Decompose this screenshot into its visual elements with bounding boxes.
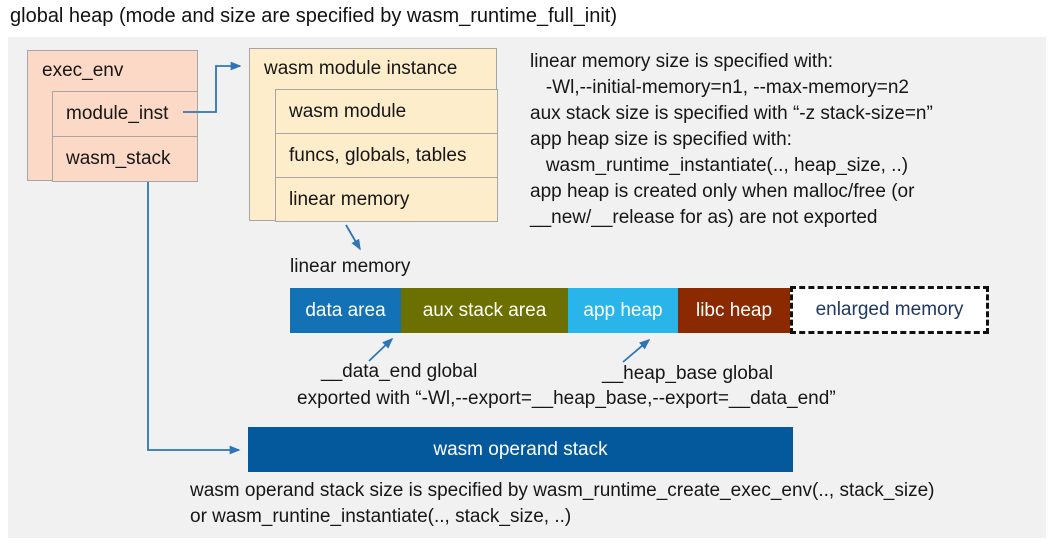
exec-env-box: exec_env module_inst wasm_stack — [27, 50, 198, 182]
linker-notes: linear memory size is specified with: -W… — [530, 49, 933, 231]
note-line: linear memory size is specified with: — [530, 51, 834, 72]
operand-stack-bar: wasm operand stack — [248, 427, 793, 472]
module-instance-row-linear-memory: linear memory — [275, 177, 498, 222]
note-line: -Wl,--initial-memory=n1, --max-memory=n2 — [530, 77, 909, 98]
segment-enlarged-memory: enlarged memory — [790, 286, 989, 334]
linear-memory-bar: data area aux stack area app heap libc h… — [290, 288, 790, 333]
note-line: app heap is created only when malloc/fre… — [530, 181, 915, 202]
module-instance-row-wasm-module: wasm module — [275, 89, 498, 134]
segment-app-heap: app heap — [568, 288, 678, 333]
module-instance-box: wasm module instance wasm module funcs, … — [249, 48, 498, 222]
segment-data-area: data area — [290, 288, 401, 333]
note-line: app heap size is specified with: — [530, 129, 792, 150]
operand-stack-note-1: wasm operand stack size is specified by … — [190, 480, 935, 501]
segment-aux-stack-area: aux stack area — [401, 288, 568, 333]
note-line: wasm_runtime_instantiate(.., heap_size, … — [530, 155, 909, 176]
annotation-heap-base: __heap_base global — [602, 363, 774, 384]
segment-libc-heap: libc heap — [678, 288, 790, 333]
annotation-exported-flags: exported with “-Wl,--export=__heap_base,… — [297, 388, 836, 409]
module-instance-title: wasm module instance — [264, 58, 458, 79]
exec-env-title: exec_env — [42, 60, 124, 81]
exec-env-row-module-inst: module_inst — [52, 91, 198, 137]
note-line: __new/__release for as) are not exported — [530, 207, 878, 228]
diagram-title: global heap (mode and size are specified… — [10, 5, 617, 27]
note-line: aux stack size is specified with “-z sta… — [530, 103, 933, 124]
annotation-data-end: __data_end global — [321, 361, 478, 382]
exec-env-row-wasm-stack: wasm_stack — [52, 136, 198, 182]
operand-stack-note-2: or wasm_runtine_instantiate(.., stack_si… — [190, 506, 572, 527]
linear-memory-label: linear memory — [290, 256, 411, 277]
module-instance-row-funcs-globals-tables: funcs, globals, tables — [275, 133, 498, 178]
